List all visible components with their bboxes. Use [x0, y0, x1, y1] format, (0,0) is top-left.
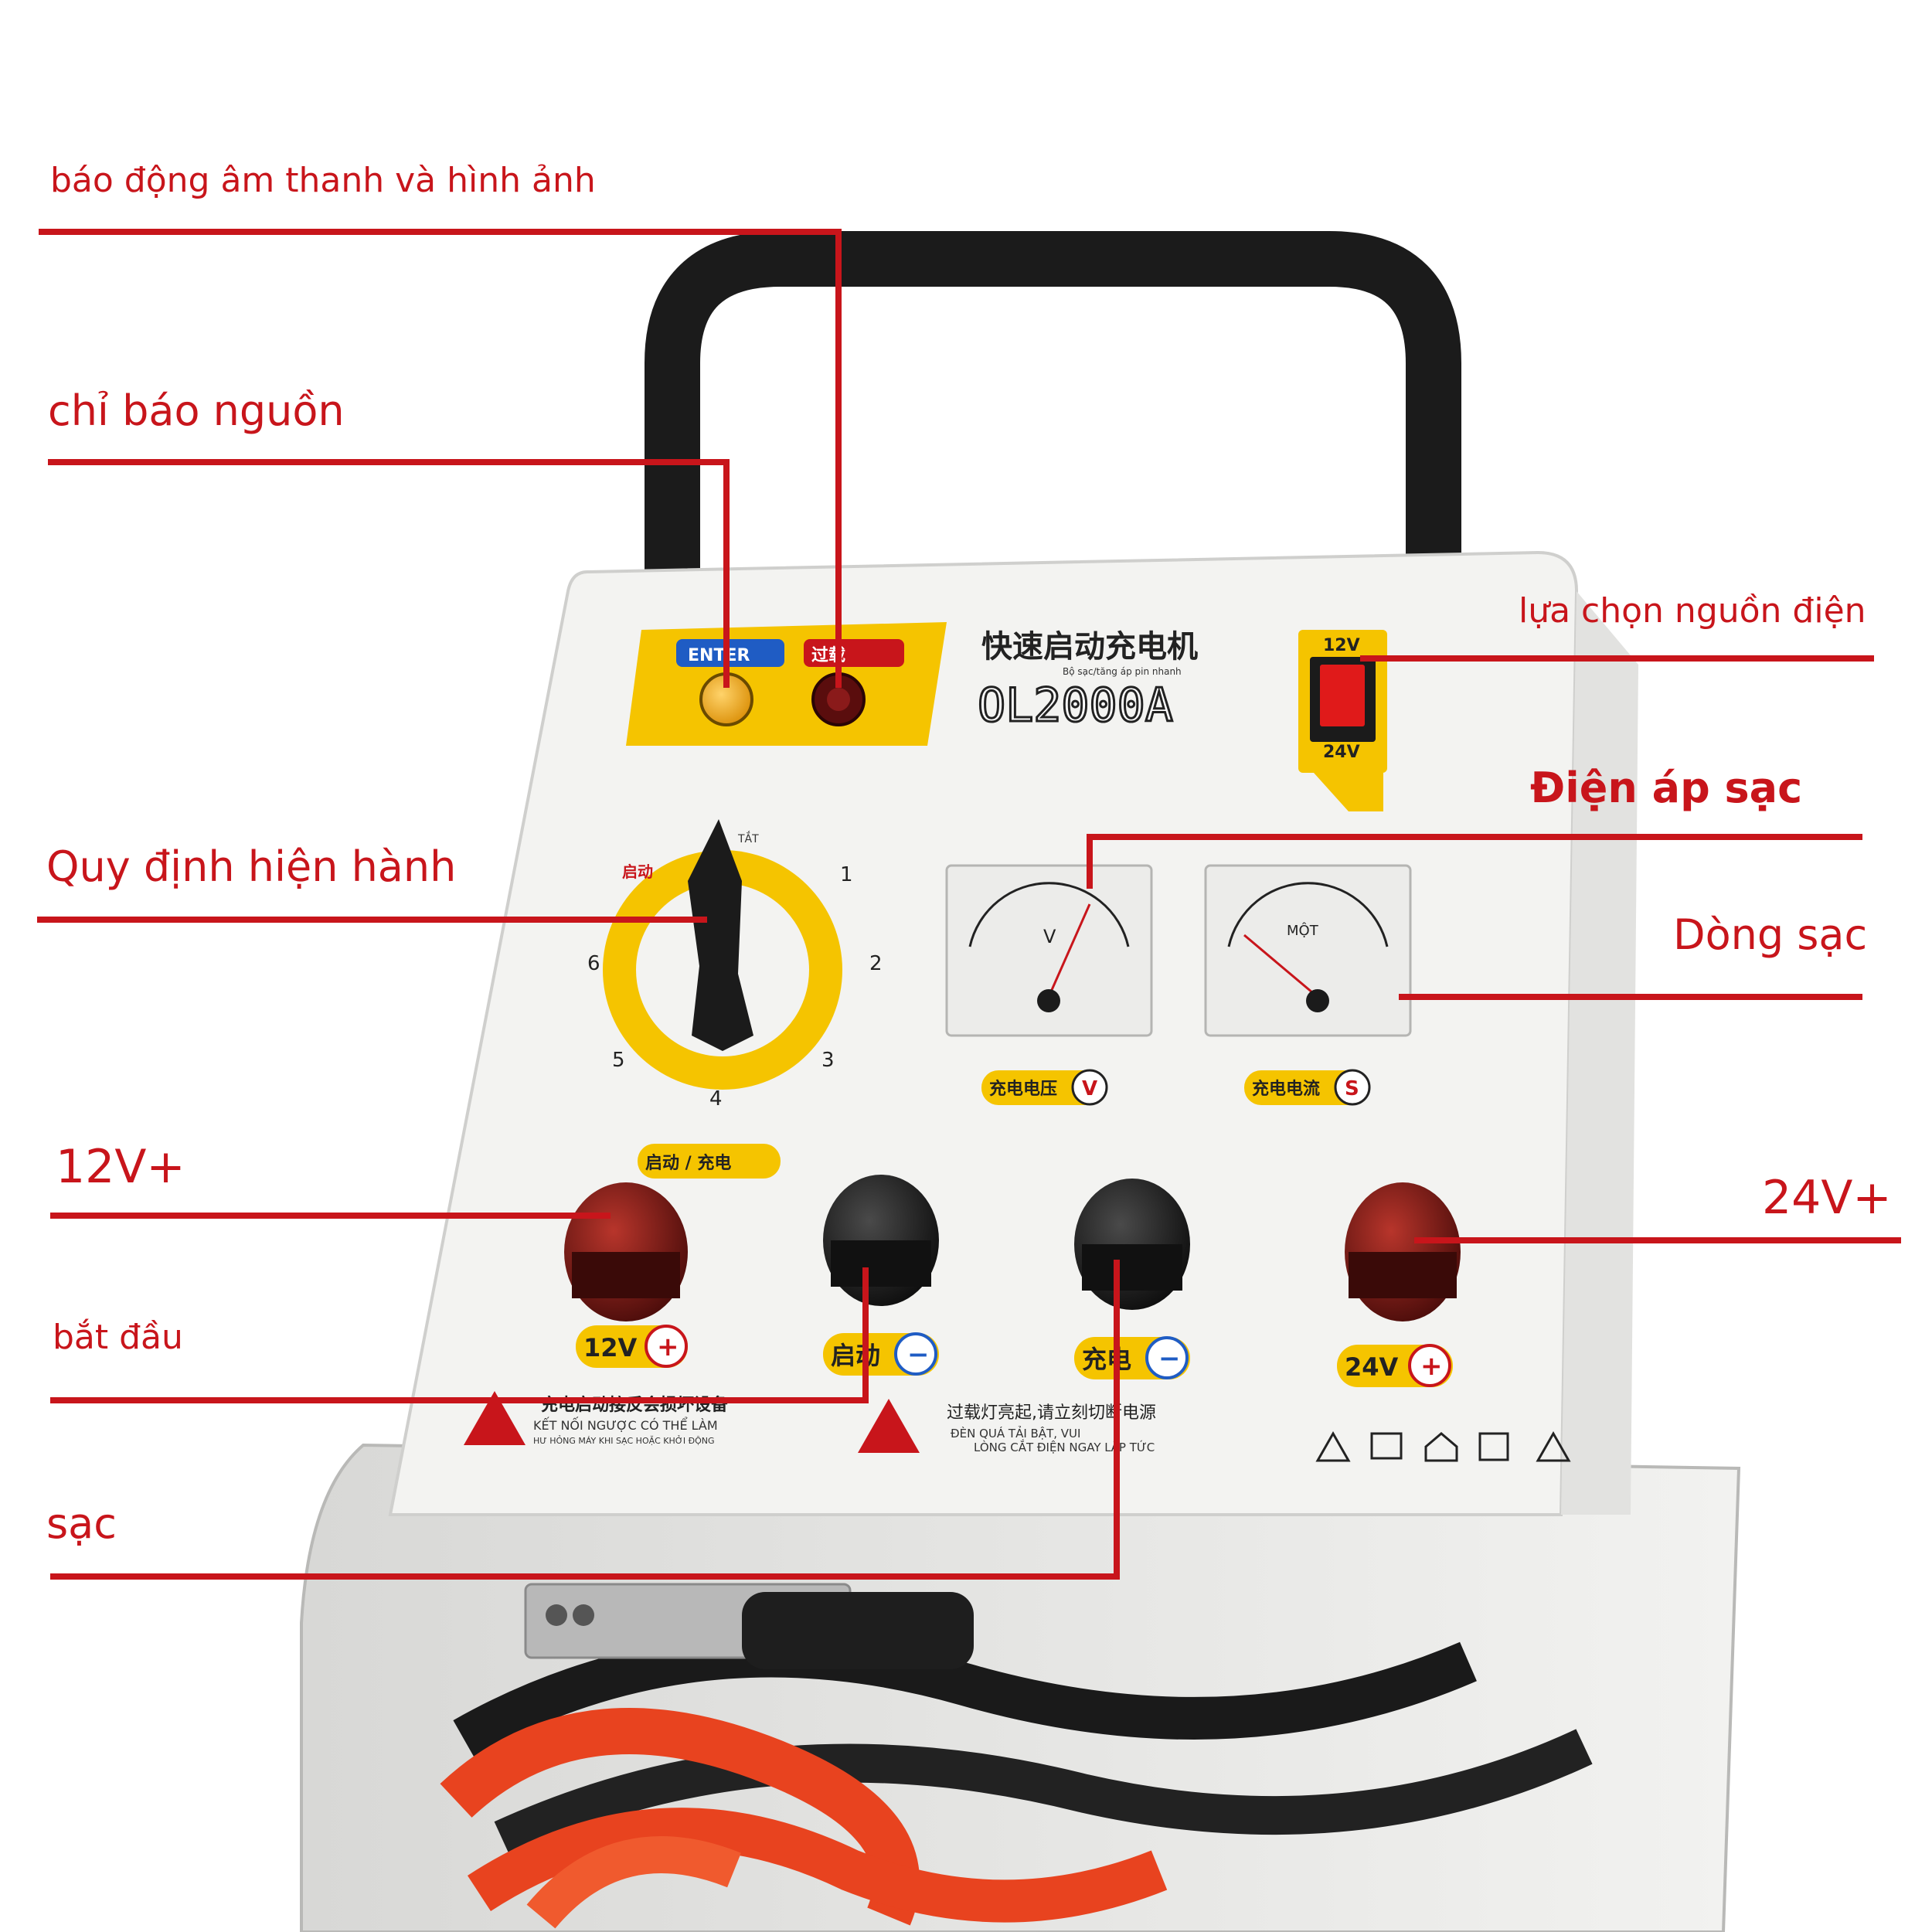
terminal-charge[interactable]	[1074, 1179, 1190, 1310]
voltmeter: V	[945, 864, 1153, 1037]
callout-lines	[37, 229, 1901, 1580]
svg-text:4: 4	[709, 1087, 723, 1111]
svg-text:2: 2	[869, 952, 883, 975]
callout-power-selection: lựa chọn nguồn điện	[1519, 591, 1866, 631]
svg-text:LÒNG CẮT ĐIỆN NGAY LẬP TỨC: LÒNG CẮT ĐIỆN NGAY LẬP TỨC	[974, 1438, 1155, 1454]
current-regulation-dial[interactable]: 启动 TẮT 1 2 3 4 5 6	[587, 819, 883, 1111]
svg-text:KẾT NỐI NGƯỢC CÓ THỂ LÀM: KẾT NỐI NGƯỢC CÓ THỂ LÀM	[533, 1417, 718, 1433]
svg-text:24V: 24V	[1323, 743, 1360, 762]
terminal-24v[interactable]	[1345, 1182, 1461, 1321]
svg-text:−: −	[907, 1339, 930, 1370]
regulation-knob[interactable]	[688, 819, 753, 1051]
carry-handle	[645, 231, 1461, 604]
line-start	[50, 1267, 869, 1403]
svg-text:启动: 启动	[622, 862, 653, 881]
svg-text:MỘT: MỘT	[1287, 922, 1319, 939]
svg-text:启动: 启动	[831, 1341, 880, 1370]
callout-start: bắt đầu	[53, 1318, 183, 1357]
warning-overload: 过载灯亮起,请立刻切断电源 ĐÈN QUÁ TẢI BẬT, VUI LÒNG …	[858, 1399, 1156, 1454]
badge-24v: 24V +	[1337, 1344, 1453, 1387]
svg-text:+: +	[1420, 1351, 1443, 1382]
svg-text:6: 6	[587, 952, 600, 975]
mode-badge: 启动 / 充电	[638, 1144, 781, 1179]
svg-text:V: V	[1082, 1077, 1097, 1100]
svg-text:−: −	[1158, 1343, 1181, 1374]
line-power-indicator	[48, 459, 730, 688]
svg-text:ĐÈN QUÁ TẢI BẬT, VUI: ĐÈN QUÁ TẢI BẬT, VUI	[951, 1425, 1080, 1440]
svg-text:1: 1	[840, 863, 853, 886]
callout-charge: sạc	[46, 1499, 117, 1548]
callout-12v: 12V+	[56, 1140, 185, 1194]
badge-start: 启动 −	[823, 1332, 939, 1376]
svg-text:S: S	[1345, 1077, 1359, 1100]
no-wet-icon	[1478, 1432, 1509, 1461]
jumper-cables	[440, 1583, 1593, 1929]
callout-current-regulation: Quy định hiện hành	[46, 842, 457, 891]
meter-a-badge: 充电电流 S	[1244, 1069, 1371, 1106]
device-title-cn: 快速启动充电机	[981, 629, 1198, 665]
svg-text:V: V	[1043, 926, 1056, 947]
power-selector-switch[interactable]: 12V 24V	[1298, 630, 1387, 811]
badge-12v: 12V +	[576, 1325, 688, 1368]
svg-text:12V: 12V	[1323, 636, 1360, 655]
svg-text:24V: 24V	[1345, 1352, 1399, 1382]
warning-triangle-icon	[858, 1399, 920, 1453]
callout-power-indicator: chỉ báo nguồn	[48, 386, 345, 435]
ammeter: MỘT	[1204, 864, 1412, 1037]
enter-label: ENTER	[688, 646, 750, 665]
callout-24v: 24V+	[1762, 1171, 1892, 1225]
device-subtitle: Bộ sạc/tăng áp pin nhanh	[1063, 666, 1182, 677]
svg-text:充电电流: 充电电流	[1252, 1079, 1320, 1099]
svg-text:HƯ HỎNG MÁY KHI SẠC HOẶC KHỞI: HƯ HỎNG MÁY KHI SẠC HOẶC KHỞI ĐỘNG	[533, 1435, 715, 1446]
svg-text:3: 3	[821, 1049, 835, 1072]
safety-icons	[1315, 1430, 1571, 1462]
line-charge-voltage	[1087, 834, 1862, 889]
badge-charge: 充电 −	[1074, 1336, 1190, 1379]
callout-charge-current: Dòng sạc	[1673, 910, 1868, 959]
terminal-start[interactable]	[823, 1175, 939, 1306]
recycle-icon	[1536, 1430, 1571, 1462]
svg-text:过载灯亮起,请立刻切断电源: 过载灯亮起,请立刻切断电源	[947, 1403, 1156, 1423]
terminal-12v[interactable]	[564, 1182, 688, 1321]
indoor-icon	[1424, 1432, 1458, 1462]
svg-text:12V: 12V	[583, 1333, 638, 1362]
line-alarm	[39, 229, 842, 688]
svg-text:充电电压: 充电电压	[989, 1079, 1057, 1099]
meter-v-badge: 充电电压 V	[981, 1069, 1108, 1106]
line-charge	[50, 1260, 1120, 1580]
svg-text:5: 5	[612, 1049, 625, 1072]
caution-icon	[1315, 1430, 1351, 1462]
svg-text:+: +	[657, 1332, 679, 1362]
model-name: OL2000A	[978, 679, 1173, 733]
callout-alarm: báo động âm thanh và hình ảnh	[50, 161, 596, 200]
svg-text:TẮT: TẮT	[737, 831, 759, 845]
svg-text:启动 / 充电: 启动 / 充电	[645, 1153, 731, 1173]
callout-charge-voltage: Điện áp sạc	[1530, 764, 1803, 812]
warning-triangle-icon	[464, 1391, 526, 1445]
indicator-block: ENTER 过载	[626, 622, 947, 746]
svg-text:充电: 充电	[1082, 1345, 1131, 1374]
manual-icon	[1370, 1432, 1403, 1460]
